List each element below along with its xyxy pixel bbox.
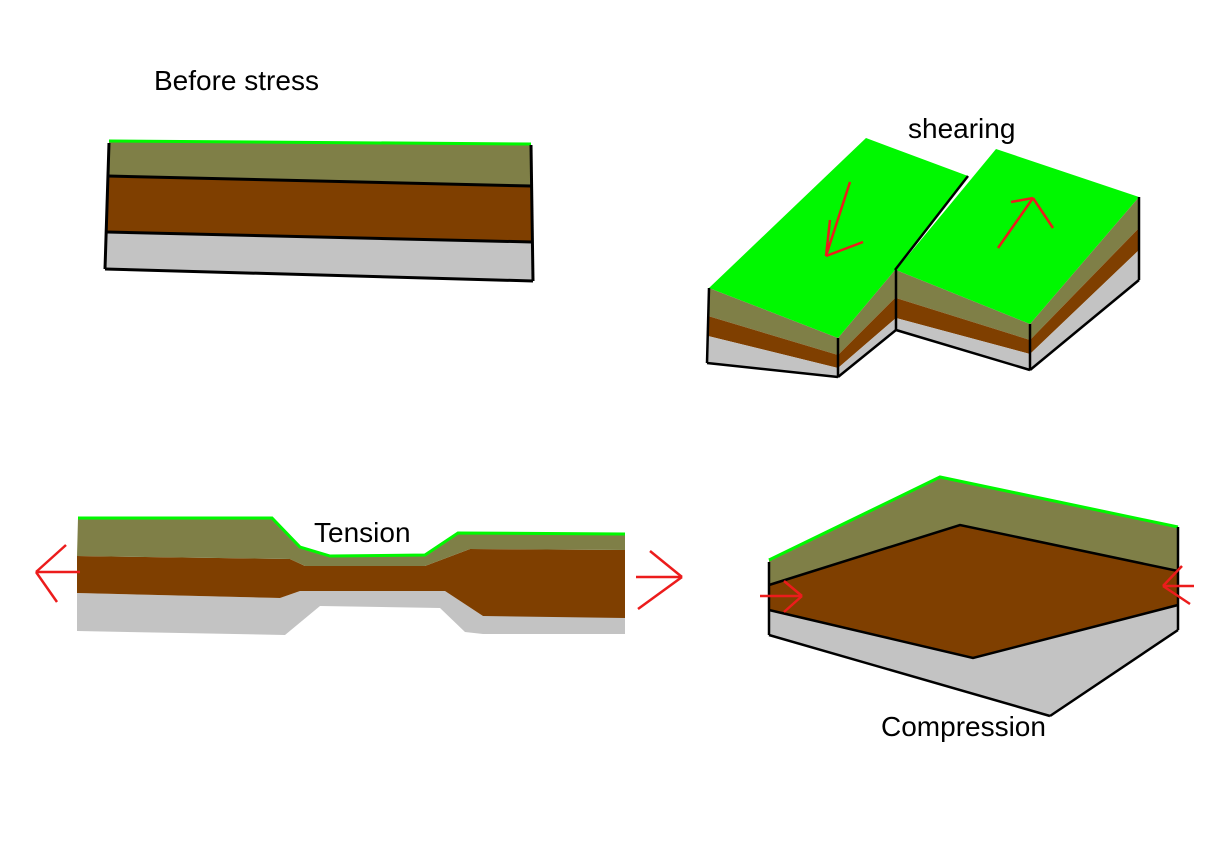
compression-outlines	[767, 523, 1180, 718]
before-left-edge	[103, 142, 111, 270]
before-right-edge	[529, 144, 535, 282]
shear-right-side-bedrock	[1030, 250, 1139, 370]
shear-left-side-clay	[838, 297, 896, 368]
compression-arrow-right	[760, 580, 803, 613]
compression-block	[760, 475, 1194, 718]
tension-grass-line	[78, 516, 626, 558]
shear-left-side-topsoil	[838, 270, 896, 355]
shear-left-front-topsoil	[708, 288, 838, 355]
tension-bedrock-layer	[77, 591, 625, 635]
compression-label: Compression	[881, 711, 1046, 742]
before-bedrock-layer	[105, 232, 533, 281]
shear-right-front-clay	[896, 298, 1030, 354]
shear-arrow-down	[824, 181, 864, 258]
shear-arrow-up	[996, 196, 1055, 249]
shear-right-front-topsoil	[896, 270, 1030, 340]
shear-right-side-clay	[1030, 228, 1139, 354]
before-clay-layer	[107, 176, 532, 242]
before-stress-label: Before stress	[154, 65, 319, 96]
compression-topsoil-layer	[769, 477, 1178, 585]
compression-clay-layer	[769, 525, 1178, 658]
shear-left-front-bedrock	[707, 336, 838, 377]
before-stress-block	[103, 139, 535, 283]
compression-arrow-left	[1162, 565, 1194, 606]
tension-arrows	[34, 544, 683, 611]
shear-right-front-bedrock	[896, 318, 1030, 370]
compression-arrows	[760, 565, 1194, 613]
tension-topsoil-layer	[77, 518, 625, 566]
shear-right-top-surface	[896, 149, 1139, 324]
shear-right-side-topsoil	[1030, 197, 1139, 340]
before-boundary-2	[106, 230, 533, 244]
shear-arrows	[824, 181, 1055, 258]
compression-bedrock-layer	[769, 605, 1178, 716]
tension-arrow-left	[34, 544, 80, 603]
shear-outlines	[705, 175, 1141, 379]
before-topsoil-layer	[108, 142, 531, 186]
tension-arrow-right	[636, 550, 683, 611]
compression-grass-line	[768, 475, 1179, 562]
shear-left-front-clay	[708, 316, 838, 368]
before-bottom-edge	[104, 267, 534, 283]
shear-left-side-bedrock	[838, 318, 896, 377]
tension-clay-layer	[77, 549, 625, 618]
before-grass-line	[108, 139, 532, 146]
shearing-label: shearing	[908, 113, 1016, 144]
shearing-block	[705, 138, 1141, 379]
shear-left-top-surface	[709, 138, 968, 338]
tension-label: Tension	[314, 517, 411, 548]
tension-block	[34, 516, 683, 635]
before-boundary-1	[107, 174, 532, 188]
